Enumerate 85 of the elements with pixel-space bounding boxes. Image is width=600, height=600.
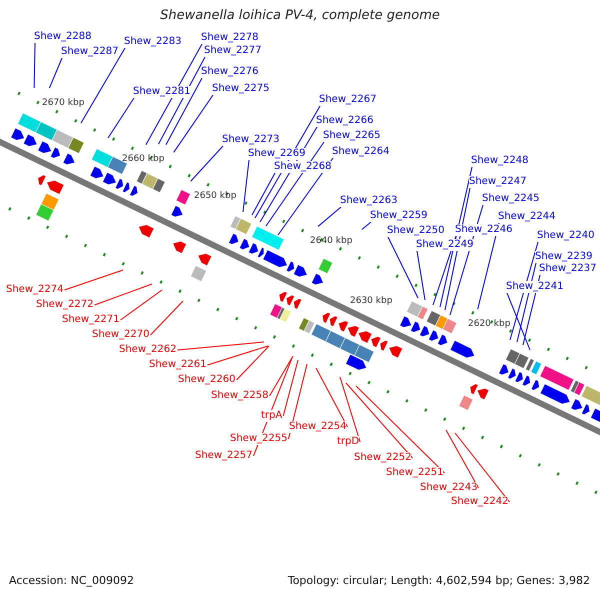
leader-line (165, 78, 202, 146)
leader-line (506, 292, 530, 350)
leader-line (510, 242, 538, 340)
leader-line (268, 356, 294, 396)
gene-label: Shew_2264 (332, 146, 390, 158)
leader-line (80, 48, 126, 124)
gene-label: Shew_2275 (212, 83, 270, 95)
gene-label: trpD (337, 436, 360, 448)
accession-label: Accession: NC_009092 (9, 575, 134, 587)
leader-line (446, 430, 479, 488)
gene-label: Shew_2242 (451, 496, 508, 508)
leader-line (190, 146, 224, 182)
position-label: 2670 kbp (42, 98, 84, 109)
leader-line (236, 346, 270, 380)
gene-label: Shew_2276 (201, 66, 258, 78)
gene-label: Shew_2283 (124, 36, 182, 48)
gene-label: Shew_2247 (469, 176, 526, 188)
gene-label: Shew_2239 (535, 251, 592, 263)
gene-label: Shew_2252 (354, 452, 412, 464)
leader-line (173, 94, 214, 153)
leader-line (64, 270, 124, 290)
leader-line (252, 172, 276, 216)
position-label: 2630 kbp (350, 296, 392, 307)
leader-line (340, 376, 361, 442)
gene-label: Shew_2274 (6, 284, 64, 296)
genome-summary: Topology: circular; Length: 4,602,594 bp; Genes: 3,982 (288, 575, 590, 587)
gene-label: Shew_2240 (537, 230, 594, 242)
gene-label: Shew_2255 (230, 433, 288, 445)
leader-line (34, 42, 36, 88)
position-label: 2650 kbp (194, 191, 236, 202)
leader-line (158, 56, 206, 145)
gene-label: trpA (261, 410, 282, 422)
leader-line (346, 382, 413, 458)
gene-label: Shew_2278 (201, 32, 258, 44)
gene-label: Shew_2271 (62, 314, 120, 326)
leader-line (150, 300, 184, 336)
gene-label: Shew_2250 (387, 225, 444, 237)
gene-label: Shew_2237 (539, 263, 596, 275)
gene-label: Shew_2263 (340, 195, 398, 207)
leader-line (206, 346, 268, 366)
leader-line (282, 360, 298, 416)
gene-label: Shew_2266 (316, 115, 374, 127)
leader-line (454, 432, 510, 502)
position-label: 2660 kbp (122, 154, 164, 165)
gene-label: Shew_2268 (274, 161, 332, 173)
gene-label: Shew_2254 (289, 421, 346, 433)
gene-label: Shew_2258 (211, 390, 268, 402)
gene-label: Shew_2241 (506, 281, 564, 293)
gene-label: Shew_2270 (92, 329, 150, 341)
leader-line (361, 222, 372, 230)
gene-label: Shew_2244 (498, 211, 556, 223)
gene-label: Shew_2281 (133, 86, 190, 98)
gene-label: Shew_2288 (34, 31, 92, 43)
leader-line (242, 160, 250, 212)
gene-label: Shew_2260 (178, 374, 236, 386)
gene-label: Shew_2277 (204, 45, 262, 57)
gene-label: Shew_2273 (222, 134, 280, 146)
leader-line (176, 342, 264, 350)
gene-label: Shew_2267 (319, 94, 376, 106)
gene-label: Shew_2246 (455, 224, 512, 236)
gene-label: Shew_2257 (195, 450, 252, 462)
gene-label: Shew_2251 (386, 467, 444, 479)
leader-line (48, 58, 62, 89)
gene-label: Shew_2272 (36, 299, 94, 311)
gene-label: Shew_2245 (482, 193, 540, 205)
gene-label: Shew_2262 (119, 344, 176, 356)
leader-line (120, 290, 162, 320)
gene-label: Shew_2249 (416, 239, 474, 251)
position-label: 2620 kbp (468, 319, 510, 330)
gene-label: Shew_2243 (420, 482, 478, 494)
gene-label: Shew_2265 (323, 130, 380, 142)
position-label: 2640 kbp (310, 236, 352, 247)
gene-label: Shew_2259 (370, 210, 428, 222)
leader-line (94, 284, 152, 306)
gene-label: Shew_2261 (149, 359, 206, 371)
leader-line (316, 368, 348, 428)
leader-line (108, 98, 134, 138)
leader-line (318, 206, 342, 227)
leader-line (145, 44, 202, 146)
gene-label: Shew_2269 (248, 148, 306, 160)
leader-line (356, 386, 445, 474)
gene-label: Shew_2248 (471, 155, 528, 167)
leader-line (388, 236, 418, 298)
leader-line (416, 250, 426, 300)
gene-label: Shew_2287 (61, 46, 118, 58)
